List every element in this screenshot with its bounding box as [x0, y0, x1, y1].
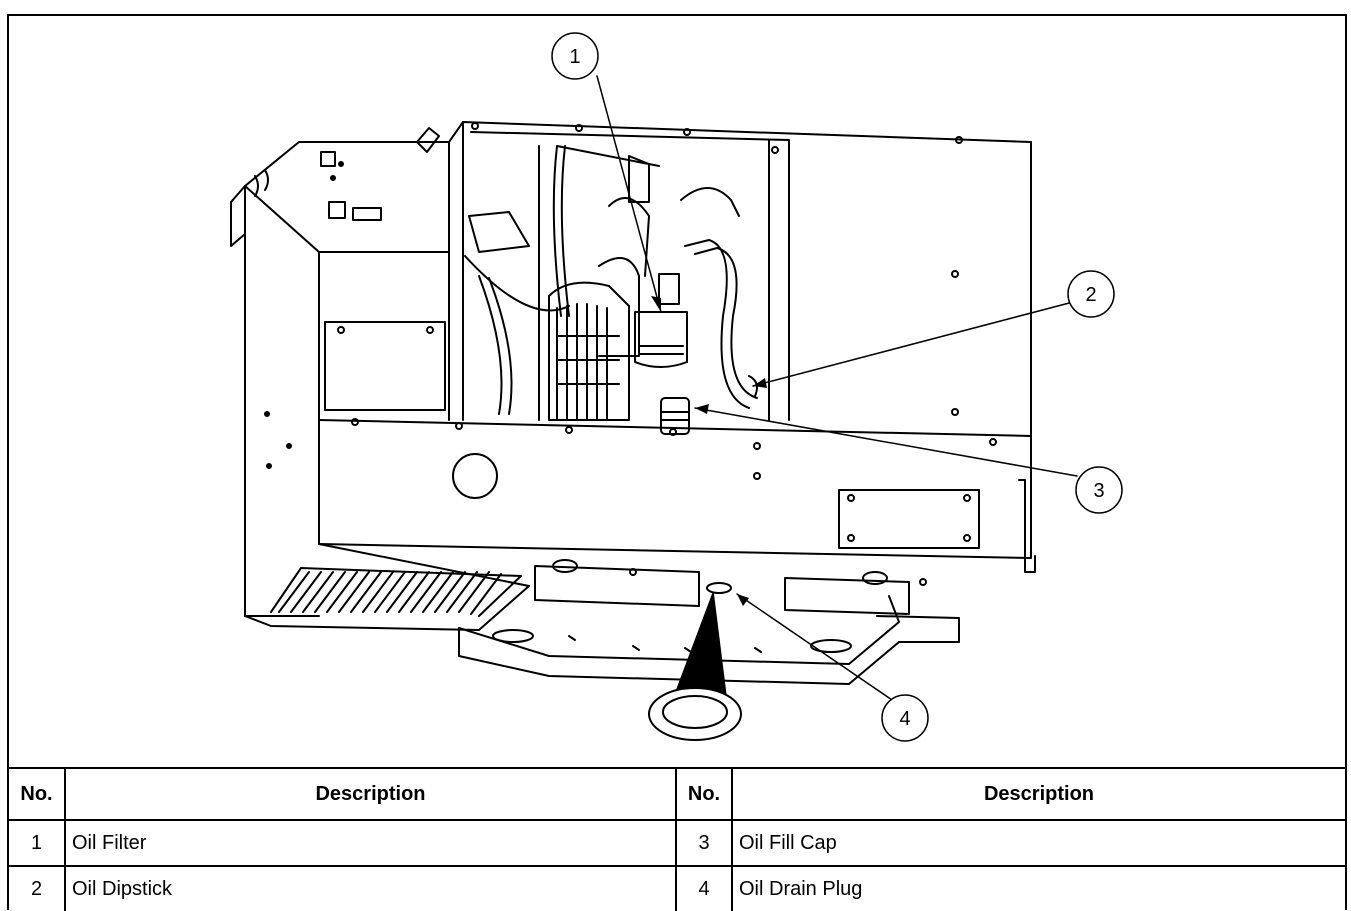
callout-4-label: 4: [899, 708, 910, 730]
legend-row: 1 Oil Filter 3 Oil Fill Cap: [9, 819, 1345, 867]
callout-2: 2: [1067, 270, 1115, 318]
legend-header-row: No. Description No. Description: [9, 767, 1345, 821]
callout-3-label: 3: [1093, 480, 1104, 502]
callout-2-label: 2: [1085, 284, 1096, 306]
header-no: No.: [675, 767, 733, 821]
part-description: Oil Drain Plug: [731, 865, 1345, 911]
header-description: Description: [731, 767, 1345, 821]
figure-frame: 1 2 3 4 No. Description No. Description: [7, 14, 1347, 911]
part-number: 3: [675, 819, 733, 867]
part-description: Oil Dipstick: [64, 865, 677, 911]
part-number: 1: [9, 819, 66, 867]
part-number: 4: [675, 865, 733, 911]
callout-4: 4: [881, 694, 929, 742]
header-no: No.: [9, 767, 66, 821]
callout-1-label: 1: [569, 46, 580, 68]
parts-legend-table: No. Description No. Description 1 Oil Fi…: [9, 767, 1345, 911]
generator-drawing: 1 2 3 4: [230, 32, 1123, 742]
part-description: Oil Fill Cap: [731, 819, 1345, 867]
legend-row: 2 Oil Dipstick 4 Oil Drain Plug: [9, 865, 1345, 911]
engine-internals: [464, 145, 758, 435]
part-description: Oil Filter: [64, 819, 677, 867]
drain-plug-detail: [648, 593, 742, 741]
leader-lines: [596, 75, 1078, 703]
engine-illustration: 1 2 3 4: [9, 16, 1345, 766]
header-description: Description: [64, 767, 677, 821]
base-rails: [244, 543, 1036, 685]
control-box: [230, 127, 450, 617]
callout-1: 1: [551, 32, 599, 80]
main-cabinet: [318, 121, 1032, 559]
part-number: 2: [9, 865, 66, 911]
callout-3: 3: [1075, 466, 1123, 514]
